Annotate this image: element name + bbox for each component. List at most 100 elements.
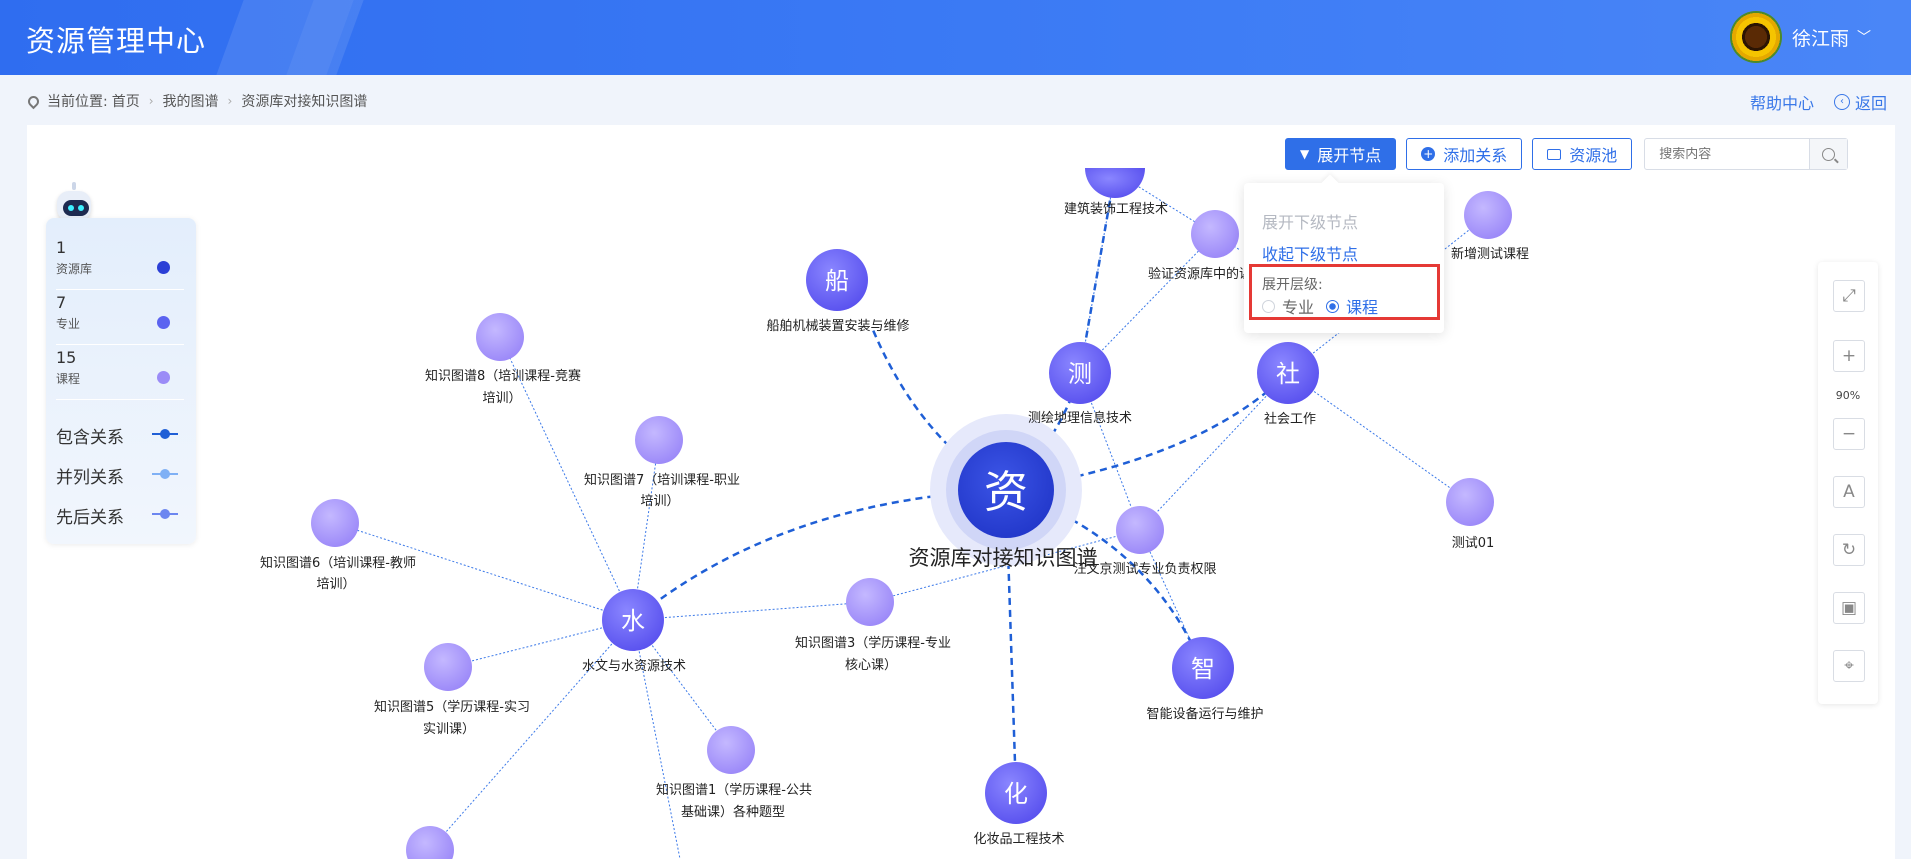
course-node[interactable]: 知识图谱3（学历课程-专业 核心课） (795, 578, 951, 673)
course-node[interactable]: 知识图谱8（培训课程-竞赛 培训） (425, 313, 581, 406)
course-label: 知识图谱1（学历课程-公共 (656, 782, 812, 798)
course-circle[interactable] (406, 826, 454, 859)
radio-major-label[interactable]: 专业 (1282, 298, 1315, 317)
breadcrumb: 当前位置: 首页 › 我的图谱 › 资源库对接知识图谱 (25, 90, 367, 112)
course-circle[interactable] (476, 313, 524, 361)
course-circle[interactable] (1116, 506, 1164, 554)
relation-line (152, 429, 178, 439)
back-icon[interactable]: ‹ (1833, 94, 1850, 110)
robot-eye (78, 205, 84, 211)
expand-children-item[interactable]: 展开下级节点 (1262, 213, 1359, 232)
export-image-button[interactable]: ▣ (1833, 592, 1865, 624)
robot-assistant-icon[interactable] (55, 182, 93, 228)
radio-course[interactable] (1326, 299, 1340, 313)
major-node-smart[interactable]: 智 智能设备运行与维护 (1146, 637, 1264, 722)
major-node-survey[interactable]: 测 测绘地理信息技术 (1028, 342, 1132, 426)
edge (632, 619, 732, 751)
robot-head (57, 191, 91, 221)
course-label: 知识图谱5（学历课程-实习 (374, 699, 530, 715)
course-circle[interactable] (1464, 191, 1512, 239)
locate-button[interactable]: ⌖ (1833, 650, 1865, 682)
legend-label: 资源库 (56, 262, 93, 276)
course-node[interactable] (406, 826, 454, 859)
breadcrumb-separator: › (148, 94, 154, 108)
relation-label: 先后关系 (56, 508, 124, 528)
back-label[interactable]: 返回 (1854, 94, 1887, 113)
course-node[interactable]: 测试01 (1446, 478, 1494, 551)
text-toggle-button[interactable]: A (1833, 476, 1865, 508)
major-node-water[interactable]: 水 水文与水资源技术 (582, 589, 686, 674)
major-circle[interactable] (806, 249, 868, 311)
major-node-social[interactable]: 社 社会工作 (1257, 342, 1319, 427)
course-circle[interactable] (1085, 168, 1145, 198)
user-menu[interactable]: 徐江雨 ﹀ (1729, 10, 1871, 64)
major-circle[interactable] (1257, 342, 1319, 404)
course-circle[interactable] (635, 416, 683, 464)
course-node[interactable]: 知识图谱7（培训课程-职业 培训） (584, 416, 740, 509)
course-label: 知识图谱3（学历课程-专业 (795, 635, 951, 651)
back-link[interactable]: ‹ 返回 (1833, 90, 1887, 114)
radio-course-label[interactable]: 课程 (1346, 298, 1379, 317)
course-label-line2: 核心课） (845, 658, 897, 673)
relation-knob (160, 429, 170, 439)
major-circle[interactable] (602, 589, 664, 651)
resource-pool-button[interactable]: 资源池 (1532, 138, 1633, 170)
course-circle[interactable] (707, 726, 755, 774)
edge (1078, 171, 1117, 374)
course-node[interactable]: 知识图谱1（学历课程-公共 基础课）各种题型 (656, 726, 812, 820)
graph-legend: 1 资源库 7 专业 15 课程 包含关系 并列关系 先后关系 (46, 218, 196, 544)
course-node[interactable]: 知识图谱6（培训课程-教师 培训） (260, 499, 416, 592)
edge (1139, 529, 1204, 669)
help-center-link[interactable]: 帮助中心 (1749, 94, 1814, 113)
major-circle[interactable] (985, 762, 1047, 824)
avatar[interactable] (1729, 11, 1782, 63)
course-label: 测试01 (1452, 536, 1495, 551)
edge (1287, 214, 1489, 374)
course-node[interactable]: 知识图谱5（学历课程-实习 实训课） (374, 643, 530, 737)
major-char: 船 (825, 267, 849, 295)
zoom-out-button[interactable]: − (1833, 418, 1865, 450)
resource-pool-label: 资源池 (1569, 146, 1618, 165)
collapse-children-item[interactable]: 收起下级节点 (1262, 245, 1359, 264)
fullscreen-button[interactable]: ⤢ (1833, 280, 1865, 312)
breadcrumb-my-graphs[interactable]: 我的图谱 (162, 94, 219, 110)
center-circle[interactable] (958, 442, 1054, 538)
add-relation-button[interactable]: + 添加关系 (1406, 138, 1523, 170)
refresh-button[interactable]: ↻ (1833, 534, 1865, 566)
expand-nodes-dropdown: 展开下级节点 收起下级节点 展开层级: 专业 课程 (1244, 183, 1444, 333)
chevron-down-icon[interactable]: ﹀ (1857, 30, 1871, 46)
major-label: 测绘地理信息技术 (1028, 410, 1132, 426)
radio-major[interactable] (1262, 299, 1275, 313)
major-circle[interactable] (1172, 637, 1234, 699)
course-circle[interactable] (311, 499, 359, 547)
course-node[interactable]: 验证资源库中的课 (1148, 210, 1252, 282)
major-char: 智 (1191, 655, 1215, 683)
search-button[interactable] (1809, 139, 1848, 169)
course-circle[interactable] (1446, 478, 1494, 526)
course-node[interactable]: 新增测试课程 (1451, 191, 1529, 262)
search-input[interactable] (1645, 146, 1810, 162)
course-circle[interactable] (1191, 210, 1239, 258)
course-label: 新增测试课程 (1451, 246, 1529, 262)
major-node-cosmetic[interactable]: 化 化妆品工程技术 (973, 762, 1065, 847)
legend-dot (157, 316, 170, 329)
breadcrumb-home[interactable]: 首页 (111, 94, 140, 110)
locate-icon: ⌖ (1844, 656, 1854, 676)
course-node[interactable]: 汪文京测试专业负责权限 (1073, 506, 1217, 577)
major-circle[interactable] (1049, 342, 1111, 404)
course-circle[interactable] (424, 643, 472, 691)
robot-eye (68, 205, 74, 211)
center-node[interactable]: 资 资源库对接知识图谱 (909, 414, 1098, 570)
legend-dot (157, 371, 170, 384)
expand-nodes-button[interactable]: ▼ 展开节点 (1285, 138, 1397, 170)
course-circle[interactable] (846, 578, 894, 626)
edge (632, 619, 681, 859)
breadcrumb-separator: › (227, 94, 233, 108)
fullscreen-icon: ⤢ (1842, 286, 1856, 306)
user-name[interactable]: 徐江雨 (1791, 27, 1849, 50)
text-icon: A (1843, 482, 1855, 502)
course-node[interactable]: 建筑装饰工程技术 (1064, 168, 1168, 217)
zoom-in-button[interactable]: + (1833, 340, 1865, 372)
major-node-ship[interactable]: 船 船舶机械装置安装与维修 (766, 249, 910, 334)
